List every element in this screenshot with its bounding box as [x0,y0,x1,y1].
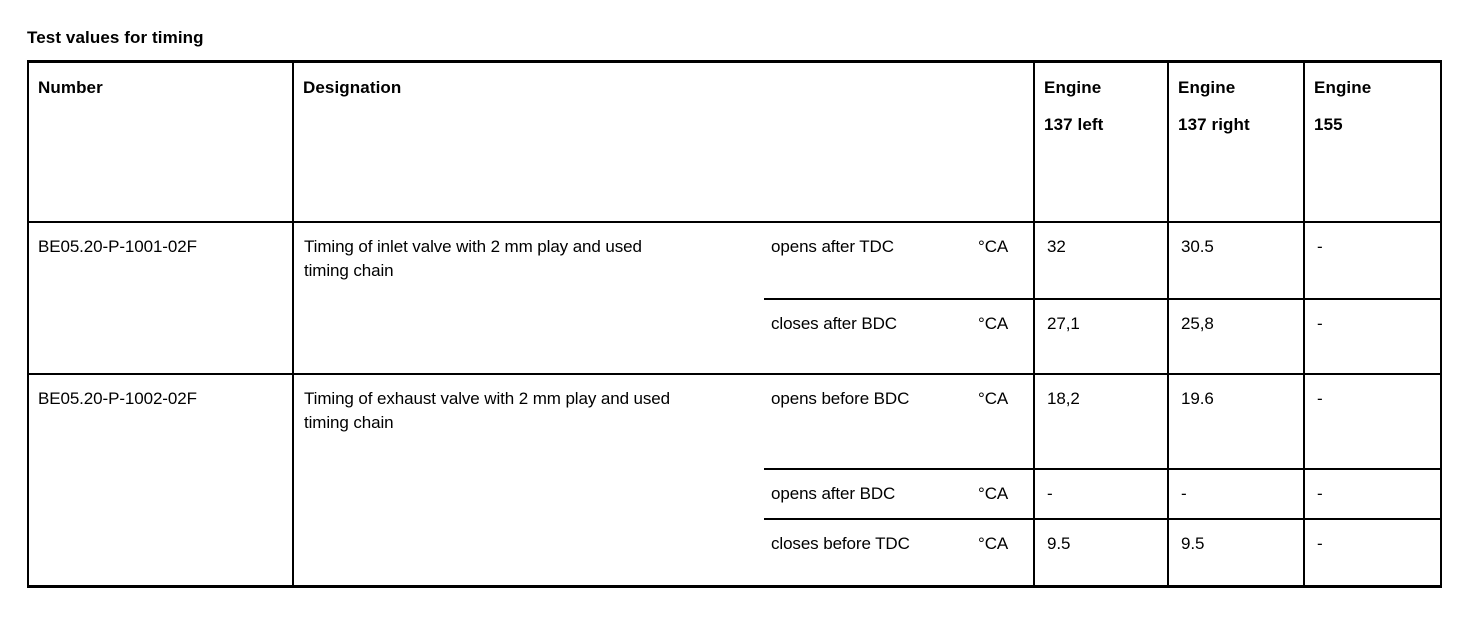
value-cell-engine-137-right: - [1167,467,1305,519]
value-cell-engine-155: - [1303,517,1442,587]
value-cell-engine-137-left: 9.5 [1033,517,1169,587]
engine-header-line2: 137 left [1044,114,1104,134]
unit-cell: °CA [976,517,1035,587]
unit-cell: °CA [976,220,1035,299]
engine-header-line1: Engine [1314,78,1372,97]
designation-text: Timing of inlet valve with 2 mm play and… [304,236,642,281]
value-cell-engine-137-left: 32 [1033,220,1169,299]
designation-text: Timing of exhaust valve with 2 mm play a… [304,388,671,433]
col-header-designation: Designation [291,61,1035,223]
col-header-number: Number [28,61,293,223]
unit-cell: °CA [976,467,1035,519]
table-subrow: opens after BDC °CA - - - [28,467,1442,519]
page-title: Test values for timing [27,28,204,47]
engine-header-line1: Engine [1178,78,1236,97]
condition-cell: closes before TDC [764,517,976,587]
value-cell-engine-155: - [1303,220,1442,299]
engine-header-line2: 137 right [1178,114,1250,134]
value-cell-engine-155: - [1303,297,1442,374]
value-cell-engine-137-left: 18,2 [1033,372,1169,469]
condition-cell: opens before BDC [764,372,976,469]
unit-cell: °CA [976,297,1035,374]
unit-cell: °CA [976,372,1035,469]
table-row: BE05.20-P-1002-02F Timing of exhaust val… [28,372,1442,587]
number-cell: BE05.20-P-1001-02F [28,220,293,374]
value-cell-engine-137-left: - [1033,467,1169,519]
table-row: BE05.20-P-1001-02F Timing of inlet valve… [28,220,1442,374]
condition-cell: opens after TDC [764,220,976,299]
table-subrow: closes after BDC °CA 27,1 25,8 - [28,297,1442,374]
engine-header-line2: 155 [1314,114,1343,134]
value-cell-engine-137-right: 19.6 [1167,372,1305,469]
value-cell-engine-137-right: 9.5 [1167,517,1305,587]
col-header-engine-137-right: Engine 137 right [1167,61,1305,223]
designation-cell: Timing of exhaust valve with 2 mm play a… [292,372,764,587]
value-cell-engine-155: - [1303,372,1442,469]
table-subrow: closes before TDC °CA 9.5 9.5 - [28,517,1442,587]
condition-cell: closes after BDC [764,297,976,374]
designation-cell: Timing of inlet valve with 2 mm play and… [292,220,764,374]
number-cell: BE05.20-P-1002-02F [28,372,293,587]
col-header-engine-137-left: Engine 137 left [1033,61,1169,223]
header-row: Number Designation Engine 137 left Engin… [28,61,1442,223]
value-cell-engine-137-left: 27,1 [1033,297,1169,374]
col-header-engine-155: Engine 155 [1303,61,1442,223]
condition-cell: opens after BDC [764,467,976,519]
value-cell-engine-137-right: 25,8 [1167,297,1305,374]
timing-values-table: Number Designation Engine 137 left Engin… [27,60,1443,588]
value-cell-engine-137-right: 30.5 [1167,220,1305,299]
engine-header-line1: Engine [1044,78,1102,97]
value-cell-engine-155: - [1303,467,1442,519]
